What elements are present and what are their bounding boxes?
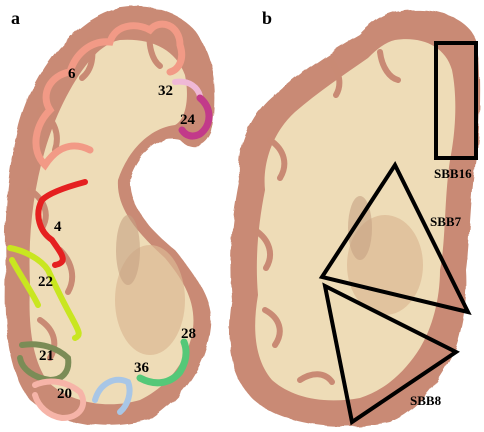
area28-outline (136, 338, 190, 387)
area-36-label: 36 (134, 360, 149, 376)
area21-outline (17, 341, 72, 384)
sbb16-label: SBB16 (434, 166, 472, 181)
sbb8-triangle (322, 282, 460, 426)
panel-a-label: a (11, 8, 20, 28)
area-6-label: 6 (68, 66, 76, 82)
sbb8-label: SBB8 (410, 393, 442, 408)
sbb7-label: SBB7 (430, 214, 462, 229)
section-a (5, 6, 215, 426)
area22-outline (7, 245, 82, 341)
area36-outline (92, 376, 133, 415)
area4-outline (35, 179, 88, 268)
sbb16-box (434, 41, 478, 160)
area-20-label: 20 (57, 386, 72, 402)
area24-outline (178, 94, 213, 140)
sbb7-triangle (318, 160, 472, 315)
section-b (229, 9, 481, 427)
area6-outline (32, 20, 186, 171)
area-28-label: 28 (181, 326, 196, 342)
area32-outline (172, 78, 203, 99)
area-4-label: 4 (54, 219, 62, 235)
area-24-label: 24 (180, 112, 195, 128)
area-32-label: 32 (158, 83, 173, 99)
area-22-label: 22 (38, 274, 53, 290)
area20-outline (32, 378, 87, 422)
area-21-label: 21 (39, 348, 54, 364)
panel-b-label: b (262, 8, 273, 28)
